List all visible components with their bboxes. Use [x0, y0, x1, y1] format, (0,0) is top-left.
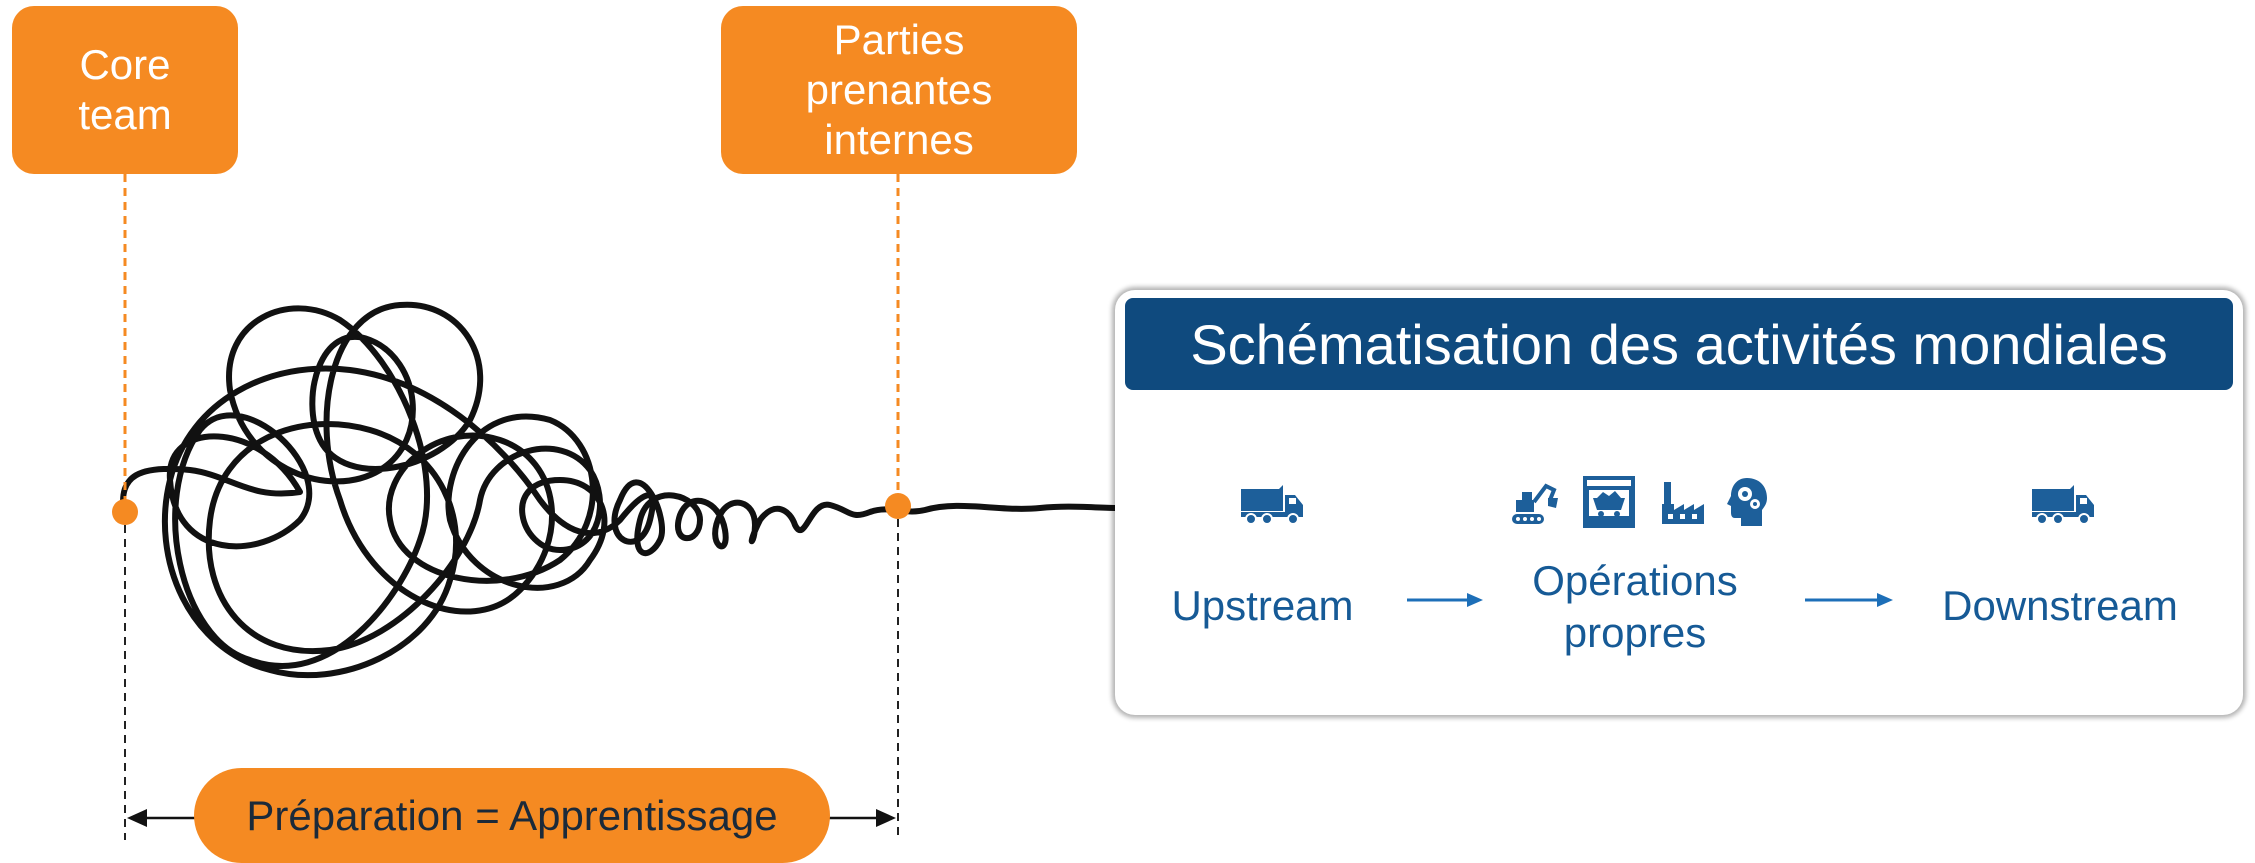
stakeholders-line-2: prenantes	[805, 66, 993, 113]
flow-arrow-right-icon	[1805, 593, 1893, 607]
stage-operations-line-1: Opérations	[1532, 557, 1738, 604]
stakeholders-marker-dot	[885, 493, 911, 519]
phase-arrow-right-head	[876, 809, 896, 827]
core-team-label: Core team	[12, 6, 238, 174]
panel-title: Schématisation des activités mondiales	[1125, 298, 2233, 390]
factory-icon	[1662, 482, 1704, 524]
truck-icon	[2032, 485, 2094, 525]
global-activities-panel: Schématisation des activités mondiales	[1115, 290, 2243, 715]
internal-stakeholders-label: Parties prenantes internes	[721, 6, 1077, 174]
stakeholders-line-3: internes	[824, 116, 974, 163]
core-team-line-2: team	[78, 91, 172, 138]
core-team-line-1: Core	[79, 41, 171, 88]
flow-arrow-right-icon	[1407, 593, 1483, 607]
stage-downstream: Downstream	[1942, 582, 2178, 629]
preparation-learning-label: Préparation = Apprentissage	[194, 768, 830, 863]
core-team-marker-dot	[112, 499, 138, 525]
phase-arrow-left-head	[127, 809, 147, 827]
mine-cart-icon	[1583, 476, 1635, 528]
stage-own-operations: Opérations propres	[1515, 555, 1755, 659]
head-gears-icon	[1727, 478, 1767, 526]
excavator-icon	[1512, 483, 1558, 524]
stakeholders-line-1: Parties	[833, 16, 965, 63]
truck-icon	[1241, 485, 1303, 525]
stage-operations-line-2: propres	[1563, 609, 1707, 656]
tangled-scribble-line	[120, 301, 1123, 679]
stage-upstream: Upstream	[1171, 582, 1354, 629]
